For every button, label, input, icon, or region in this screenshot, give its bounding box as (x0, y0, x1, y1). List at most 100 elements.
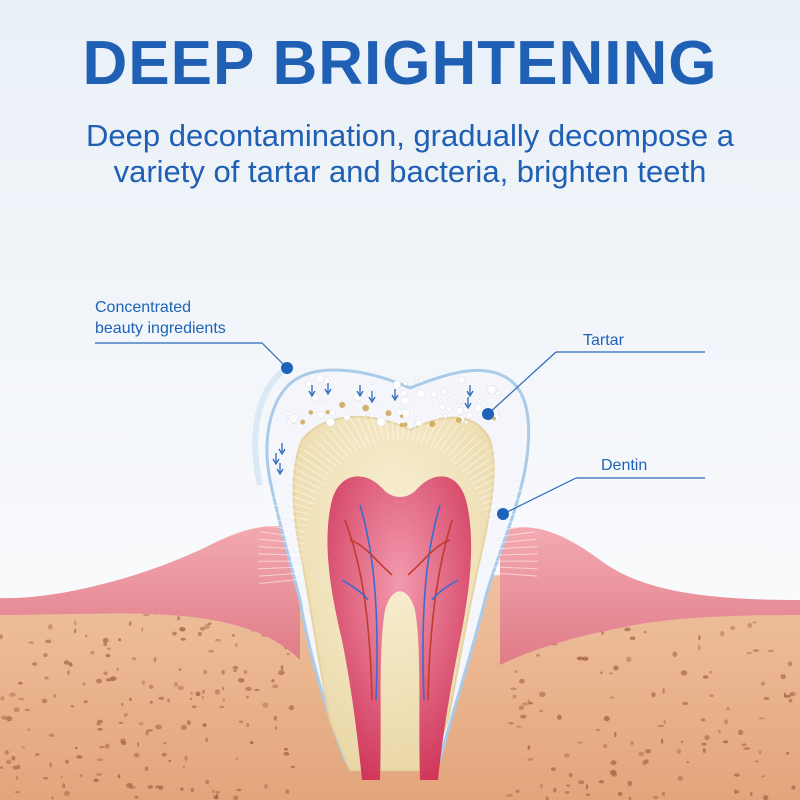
bone-speckle (512, 694, 517, 699)
leader-line-tartar-diag (487, 351, 557, 415)
bone-speckle (143, 613, 150, 617)
bone-speckle (733, 773, 740, 777)
dentin-ray (258, 572, 304, 577)
tartar-dot (395, 387, 400, 391)
bone-speckle (186, 720, 191, 725)
bone-speckle (603, 715, 610, 722)
bone-speckle (578, 780, 585, 785)
bone-speckle (271, 679, 275, 683)
bone-speckle (246, 722, 249, 728)
label-concentrated: Concentrated beauty ingredients (95, 297, 295, 339)
leader-line-dentin-diag (502, 477, 577, 515)
bone-speckle (643, 631, 647, 634)
bone-speckle (79, 773, 83, 778)
tartar-dot (430, 390, 438, 398)
bone-speckle (663, 720, 666, 725)
blood-vessel (359, 504, 378, 701)
tartar-deposit (399, 422, 404, 427)
bone-speckle (21, 746, 25, 749)
bone-speckle (153, 657, 157, 663)
arrow-icon (324, 383, 332, 396)
tartar-dot (378, 402, 383, 407)
bone-speckle (133, 752, 140, 758)
dentin-ray (468, 459, 503, 481)
tartar-dot (400, 389, 408, 397)
arrow-icon (368, 391, 376, 404)
dentin-ray (265, 510, 309, 521)
dentin-ray (370, 412, 380, 443)
bone-speckle (53, 693, 57, 698)
bone-speckle (627, 780, 633, 787)
dentin-ray (458, 444, 488, 468)
bone-speckle (743, 747, 751, 750)
bone-speckle (180, 724, 187, 731)
dentin-ray (350, 418, 367, 448)
bone-speckle (137, 742, 140, 747)
bone-speckle (702, 748, 706, 754)
bone-speckle (158, 785, 164, 791)
tartar-dot (317, 411, 325, 419)
bone-speckle (624, 627, 631, 632)
gum (0, 525, 300, 660)
dentin-ray (337, 424, 358, 452)
bone-speckle (278, 670, 285, 676)
bone-speckle (27, 728, 31, 731)
bone-speckle (222, 686, 225, 691)
dentin-ray (425, 416, 440, 446)
dentin-ray (479, 483, 519, 500)
blood-vessel (427, 519, 453, 701)
bone-speckle (680, 740, 684, 743)
bone-speckle (118, 721, 124, 725)
bone-speckle (645, 749, 651, 754)
tartar-deposit (325, 410, 330, 415)
bone-speckle (726, 706, 730, 711)
dentin-ray (471, 464, 507, 485)
bone-speckle (90, 650, 95, 655)
tartar-dot (447, 397, 452, 402)
bone-speckle (68, 662, 73, 667)
bone-speckle (18, 681, 23, 685)
bone-speckle (238, 678, 245, 683)
bone-speckle (74, 620, 77, 626)
bone-speckle (763, 696, 770, 701)
enamel-glow (252, 369, 285, 486)
bone-speckle (168, 759, 172, 763)
bone-speckle (212, 789, 215, 794)
bone-speckle (626, 656, 632, 663)
arrow-icon (276, 463, 284, 476)
dentin-ray (263, 517, 307, 527)
bone-speckle (611, 772, 618, 777)
bone-speckle (96, 678, 103, 684)
bone-speckle (603, 744, 608, 749)
bone-speckle (780, 674, 786, 680)
bone-speckle (613, 665, 619, 671)
dentin-ray (477, 476, 516, 495)
blood-vessel (422, 504, 441, 701)
bone-speckle (741, 743, 747, 747)
dentin-tubules (257, 410, 539, 584)
bone-speckle (789, 691, 796, 697)
bone-speckle (15, 791, 20, 794)
bone-speckle (515, 725, 522, 728)
dentin-ray (450, 435, 477, 461)
blood-vessel (349, 539, 393, 576)
bone-speckle (720, 630, 725, 637)
bone-speckle (233, 669, 237, 672)
bone-speckle (64, 790, 70, 797)
bone-speckle (786, 751, 790, 755)
tartar-dot (343, 413, 351, 421)
tartar-dot (441, 388, 448, 395)
bone-speckle (750, 792, 753, 796)
bone-speckle (576, 656, 584, 661)
tartar-dot (456, 403, 462, 408)
bone-speckle (682, 701, 689, 706)
bone-speckle (96, 772, 103, 776)
bone-speckle (102, 637, 109, 643)
bone-speckle (201, 695, 204, 700)
dentin-ray (313, 439, 342, 465)
bone-speckle (662, 688, 665, 694)
bone-speckle (595, 728, 601, 731)
bone-speckle (734, 790, 740, 794)
dentin-ray (258, 566, 304, 570)
bone-speckle (510, 687, 517, 691)
